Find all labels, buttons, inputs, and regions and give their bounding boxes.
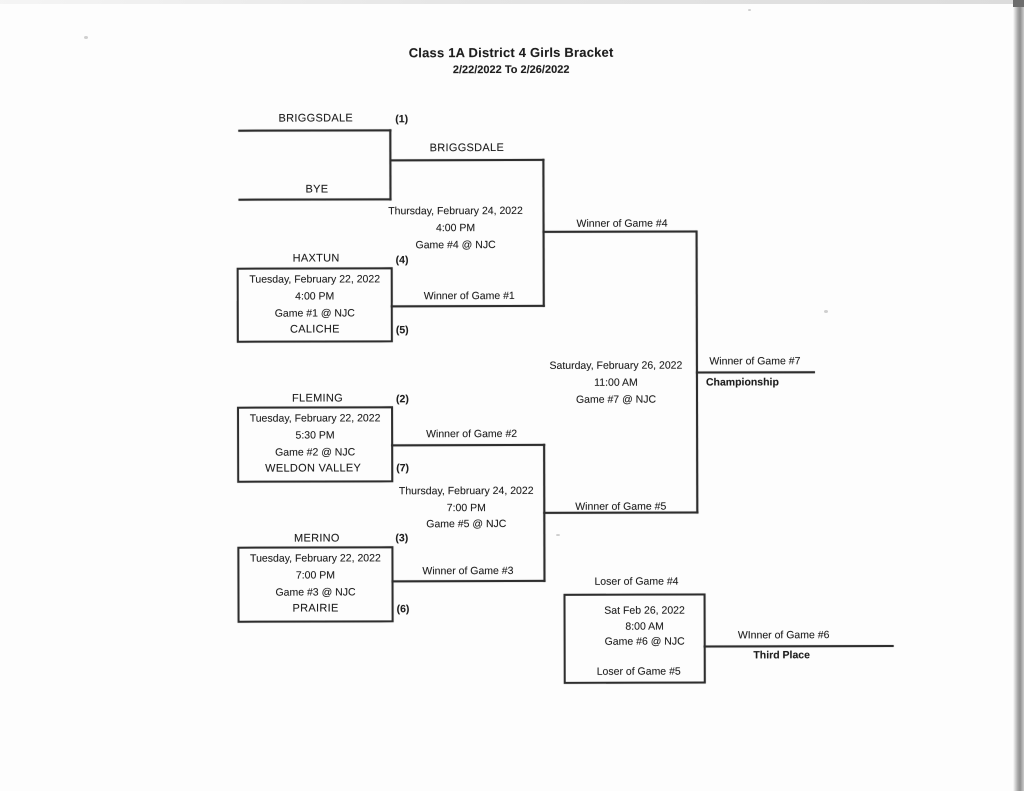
game6-time: 8:00 AM bbox=[625, 620, 664, 633]
loser-game4-label: Loser of Game #4 bbox=[594, 575, 679, 588]
team-haxtun-label: HAXTUN bbox=[292, 252, 340, 265]
scan-speck bbox=[84, 36, 88, 39]
game7-time: 11:00 AM bbox=[594, 376, 638, 389]
team-fleming-label: FLEMING bbox=[291, 392, 344, 405]
scan-edge-top-artifact bbox=[0, 0, 1024, 4]
team-merino-label: MERINO bbox=[293, 532, 340, 545]
page-title: Class 1A District 4 Girls Bracket bbox=[408, 44, 614, 61]
line-winner-game5 bbox=[543, 511, 699, 514]
game3-time: 7:00 PM bbox=[295, 569, 336, 582]
line-briggsdale bbox=[238, 129, 392, 132]
game6-location: Game #6 @ NJC bbox=[604, 635, 685, 648]
seed-caliche: (5) bbox=[395, 324, 409, 337]
scan-speck bbox=[748, 9, 751, 11]
game5-time: 7:00 PM bbox=[446, 502, 486, 515]
game1-time: 4:00 PM bbox=[295, 290, 335, 303]
winner-game6-label: WInner of Game #6 bbox=[737, 629, 830, 642]
connector-bye-game bbox=[389, 129, 392, 201]
game7-date: Saturday, February 26, 2022 bbox=[549, 359, 683, 372]
winner-game3-label: Winner of Game #3 bbox=[422, 564, 514, 578]
game4-location: Game #4 @ NJC bbox=[415, 239, 496, 252]
seed-merino: (3) bbox=[395, 532, 409, 545]
seed-fleming: (2) bbox=[395, 393, 409, 406]
game7-location: Game #7 @ NJC bbox=[575, 393, 657, 406]
team-bye-label: BYE bbox=[305, 183, 329, 196]
date-range: 2/22/2022 To 2/26/2022 bbox=[452, 63, 570, 77]
seed-haxtun: (4) bbox=[395, 254, 409, 267]
game4-time: 4:00 PM bbox=[435, 222, 476, 235]
scan-speck bbox=[556, 534, 560, 536]
winner-game1-label: Winner of Game #1 bbox=[423, 289, 515, 303]
scan-speck bbox=[824, 310, 828, 313]
championship-label: Championship bbox=[705, 376, 779, 389]
third-place-label: Third Place bbox=[753, 649, 810, 662]
line-champion bbox=[695, 371, 815, 374]
scan-corner-mark bbox=[1013, 0, 1024, 7]
game5-location: Game #5 @ NJC bbox=[426, 518, 507, 531]
loser-game5-label: Loser of Game #5 bbox=[596, 665, 681, 678]
game4-date: Thursday, February 24, 2022 bbox=[388, 204, 523, 218]
scan-edge-right-artifact bbox=[1013, 0, 1024, 791]
line-game5-bottom-feed bbox=[391, 579, 546, 583]
game3-location: Game #3 @ NJC bbox=[275, 586, 356, 599]
game1-location: Game #1 @ NJC bbox=[274, 307, 355, 320]
seed-prairie: (6) bbox=[396, 603, 410, 616]
advancer-briggsdale-label: BRIGGSDALE bbox=[429, 142, 505, 155]
game5-date: Thursday, February 24, 2022 bbox=[398, 484, 534, 498]
winner-game2-label: Winner of Game #2 bbox=[426, 427, 518, 441]
team-weldon-valley-label: WELDON VALLEY bbox=[265, 462, 362, 475]
team-briggsdale-label: BRIGGSDALE bbox=[278, 112, 354, 125]
line-bye bbox=[238, 198, 392, 201]
game2-time: 5:30 PM bbox=[295, 429, 335, 442]
game2-date: Tuesday, February 22, 2022 bbox=[249, 412, 381, 425]
game3-date: Tuesday, February 22, 2022 bbox=[250, 552, 381, 565]
line-winner-game4 bbox=[542, 230, 697, 233]
game2-location: Game #2 @ NJC bbox=[275, 446, 356, 459]
team-caliche-label: CALICHE bbox=[289, 323, 340, 336]
line-game4-top-feed bbox=[390, 158, 545, 162]
team-prairie-label: PRAIRIE bbox=[292, 602, 339, 615]
seed-briggsdale: (1) bbox=[395, 113, 409, 126]
game1-date: Tuesday, February 22, 2022 bbox=[249, 273, 381, 286]
winner-game4-label: Winner of Game #4 bbox=[576, 217, 668, 230]
winner-game7-label: Winner of Game #7 bbox=[709, 355, 801, 368]
line-game4-bottom-feed bbox=[390, 304, 545, 308]
game6-date: Sat Feb 26, 2022 bbox=[604, 604, 685, 617]
line-game5-top-feed bbox=[391, 443, 546, 447]
line-third-place bbox=[703, 645, 894, 648]
seed-weldon-valley: (7) bbox=[396, 462, 410, 475]
